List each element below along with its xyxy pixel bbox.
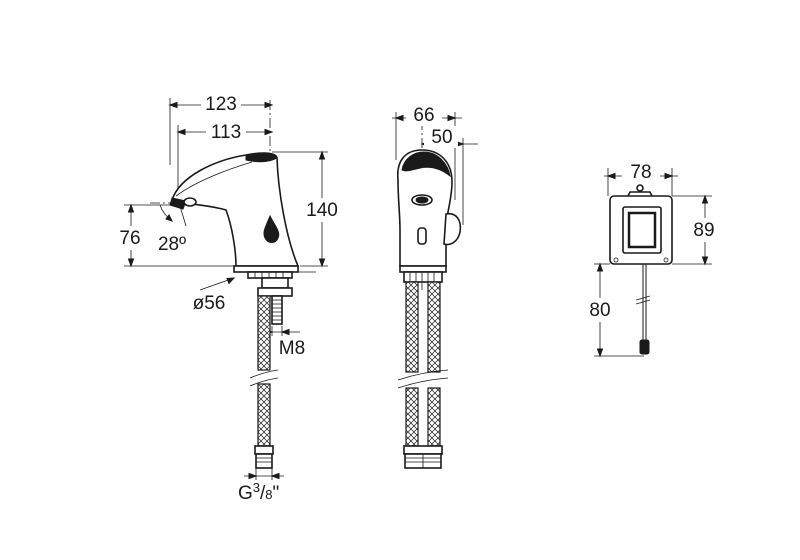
dim-123-label: 123 <box>205 94 237 115</box>
faucet-body-front <box>169 152 300 279</box>
control-box <box>609 184 673 265</box>
dimension-80: 80 <box>580 262 644 358</box>
dim-stud-label: M8 <box>279 338 305 359</box>
hose-front: G3/8" <box>238 295 284 504</box>
dim-76-label: 76 <box>119 228 140 249</box>
dimension-113: 113 <box>176 121 274 190</box>
connector-suffix: " <box>273 483 280 504</box>
dimension-76: 76 <box>113 203 238 268</box>
dimension-140: 140 <box>272 150 343 268</box>
connector-prefix: G <box>238 483 253 504</box>
dim-78-label: 78 <box>630 162 651 183</box>
connector-slash: / <box>260 483 266 504</box>
dim-50-label: 50 <box>431 127 452 148</box>
dim-connector-label: G3/8" <box>238 480 279 504</box>
dimension-123: 123 <box>168 94 274 165</box>
dim-113-label: 113 <box>211 122 241 143</box>
connector-denominator: 8 <box>265 487 272 502</box>
hoses-side <box>397 281 449 469</box>
dim-89-label: 89 <box>693 220 714 241</box>
dim-80-label: 80 <box>589 300 610 321</box>
dimension-diameter: ø56 <box>193 271 316 314</box>
dimension-angle: 28º <box>150 202 187 255</box>
connector-numerator: 3 <box>253 480 260 495</box>
dim-diameter-label: ø56 <box>193 293 226 314</box>
dim-140-label: 140 <box>306 200 338 221</box>
side-view: 66 50 <box>392 104 478 469</box>
dim-66-label: 66 <box>413 105 434 126</box>
dim-angle-label: 28º <box>158 234 186 255</box>
dimension-89: 89 <box>672 194 724 266</box>
sensor-cable <box>635 264 651 355</box>
faucet-body-side <box>397 149 462 283</box>
dimension-50: 50 <box>420 126 478 225</box>
control-box-view: 78 89 <box>580 160 724 358</box>
dimension-78: 78 <box>604 160 678 196</box>
front-view: 123 113 140 76 <box>113 94 343 504</box>
